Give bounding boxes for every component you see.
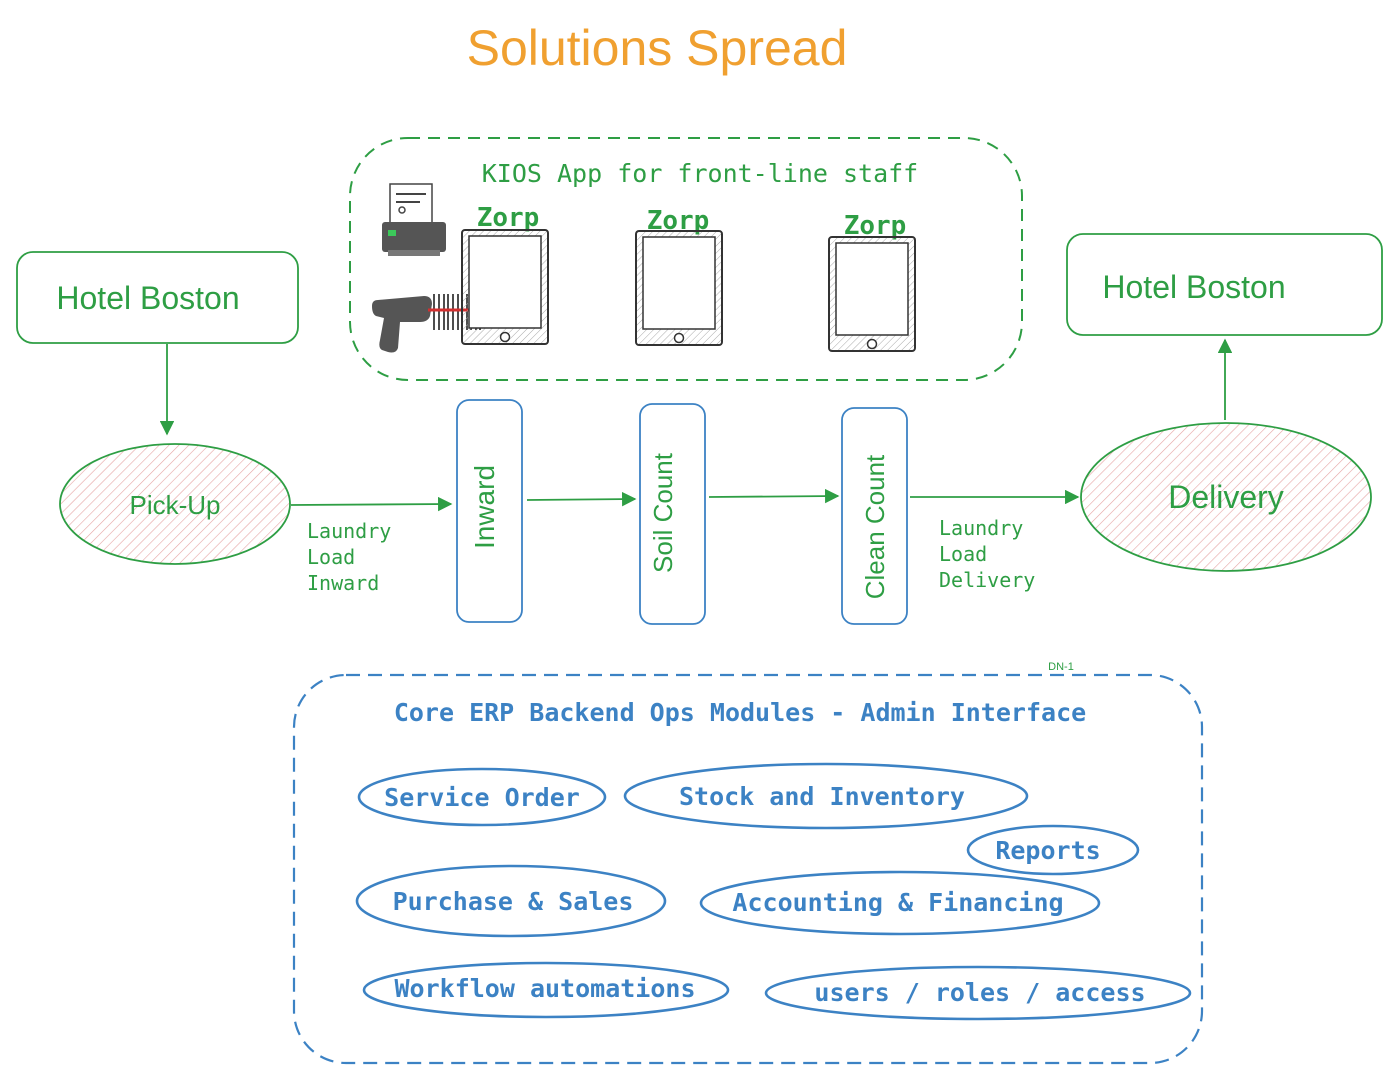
source-hotel-node: Hotel Boston	[16, 251, 299, 344]
edge-label-line: Laundry	[307, 519, 391, 543]
stage-inward: Inward	[456, 399, 523, 623]
erp-tag: DN-1	[1048, 661, 1074, 673]
kiosk-container	[349, 137, 1023, 381]
module-label: Accounting & Financing	[732, 888, 1063, 917]
module-label: Purchase & Sales	[393, 887, 634, 916]
module-stock-inventory: Stock and Inventory	[623, 762, 1029, 830]
edge-label-line: Delivery	[939, 568, 1035, 592]
stage-clean-count-label: Clean Count	[860, 454, 890, 599]
stage-soil-count: Soil Count	[639, 403, 706, 625]
erp-title: Core ERP Backend Ops Modules - Admin Int…	[394, 698, 1086, 727]
module-users-roles-access: users / roles / access	[764, 965, 1192, 1021]
source-hotel-label: Hotel Boston	[56, 280, 239, 316]
kiosk-device-3: Zorp	[828, 211, 916, 352]
module-label: Workflow automations	[394, 974, 695, 1003]
stage-clean-count: Clean Count	[841, 407, 908, 625]
pickup-node: Pick-Up	[59, 443, 291, 565]
destination-hotel-node: Hotel Boston	[1066, 233, 1383, 336]
edge-label-delivery: Laundry Load Delivery	[939, 516, 1035, 592]
device-brand: Zorp	[477, 203, 540, 233]
module-accounting-financing: Accounting & Financing	[699, 870, 1101, 936]
edge-label-line: Load	[307, 545, 355, 569]
edge-label-line: Inward	[307, 571, 379, 595]
kiosk-title: KIOS App for front-line staff	[482, 159, 919, 188]
flow-arrows	[159, 338, 1233, 512]
module-label: users / roles / access	[814, 978, 1145, 1007]
kiosk-device-1: Zorp	[461, 203, 549, 345]
tablet-icon	[635, 230, 723, 346]
arrow-inward-to-soil	[526, 491, 637, 507]
module-workflow-automations: Workflow automations	[362, 961, 730, 1019]
module-label: Reports	[995, 836, 1100, 865]
module-reports: Reports	[966, 824, 1140, 876]
module-label: Stock and Inventory	[679, 782, 965, 811]
edge-label-inward: Laundry Load Inward	[307, 519, 391, 595]
module-service-order: Service Order	[357, 767, 607, 827]
arrow-soil-to-clean	[708, 488, 840, 504]
pickup-label: Pick-Up	[129, 490, 220, 520]
printer-icon	[382, 183, 446, 256]
delivery-label: Delivery	[1168, 479, 1284, 515]
kiosk-device-2: Zorp	[635, 206, 723, 346]
edge-label-line: Laundry	[939, 516, 1023, 540]
tablet-icon	[461, 229, 549, 345]
module-label: Service Order	[384, 783, 580, 812]
diagram-title: Solutions Spread	[467, 20, 848, 76]
stage-inward-label: Inward	[469, 465, 500, 549]
delivery-node: Delivery	[1080, 422, 1372, 572]
tablet-icon	[828, 236, 916, 352]
edge-label-line: Load	[939, 542, 987, 566]
erp-container	[292, 673, 1204, 1065]
arrow-pickup-to-inward	[290, 496, 453, 512]
module-purchase-sales: Purchase & Sales	[355, 864, 667, 938]
destination-hotel-label: Hotel Boston	[1102, 269, 1285, 305]
stage-soil-count-label: Soil Count	[648, 452, 678, 573]
